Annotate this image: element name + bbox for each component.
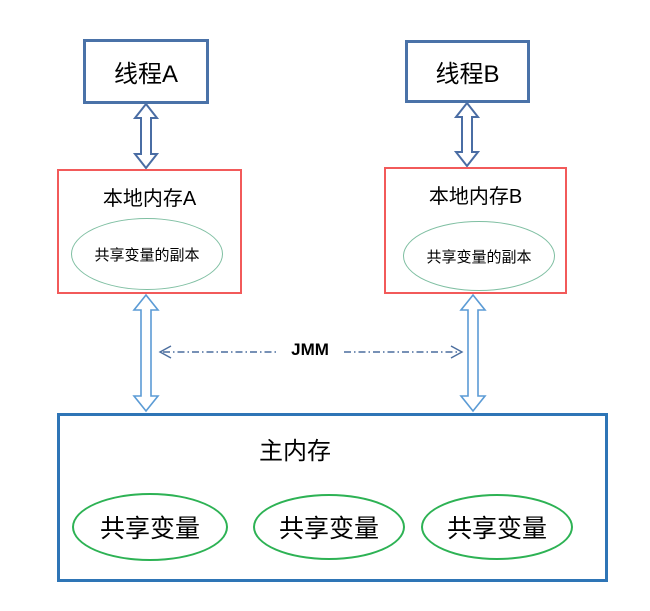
- local-memory-a-box: 本地内存A 共享变量的副本: [57, 169, 242, 294]
- shared-variable-ellipse: 共享变量: [421, 494, 573, 560]
- main-memory-box: 主内存 共享变量 共享变量 共享变量: [57, 413, 608, 582]
- double-arrow-thread-a-local-a-icon: [132, 102, 160, 170]
- shared-variable-ellipse: 共享变量: [253, 494, 405, 560]
- shared-variable-copy-a-ellipse: 共享变量的副本: [71, 218, 223, 290]
- shared-variable-label: 共享变量: [446, 515, 547, 543]
- jmm-label: JMM: [276, 340, 344, 360]
- local-memory-b-title: 本地内存B: [428, 186, 523, 208]
- shared-variable-copy-b-ellipse: 共享变量的副本: [403, 221, 555, 291]
- double-arrow-thread-b-local-b-icon: [453, 101, 481, 168]
- shared-variable-label: 共享变量: [278, 515, 379, 543]
- thread-b-box: 线程B: [405, 40, 530, 103]
- shared-variable-copy-a-label: 共享变量的副本: [94, 246, 200, 264]
- main-memory-title: 主内存: [259, 438, 331, 465]
- double-arrow-local-b-main-icon: [459, 293, 487, 413]
- shared-variable-copy-b-label: 共享变量的副本: [426, 248, 532, 266]
- thread-a-box: 线程A: [83, 39, 209, 104]
- double-arrow-local-a-main-icon: [132, 293, 160, 413]
- local-memory-a-title: 本地内存A: [102, 188, 197, 210]
- shared-variable-label: 共享变量: [99, 515, 200, 543]
- thread-a-label: 线程A: [113, 61, 178, 88]
- shared-variable-ellipse: 共享变量: [72, 493, 228, 561]
- jmm-dashed-arrow-icon: [158, 345, 464, 359]
- thread-b-label: 线程B: [435, 61, 500, 88]
- local-memory-b-box: 本地内存B 共享变量的副本: [384, 167, 567, 294]
